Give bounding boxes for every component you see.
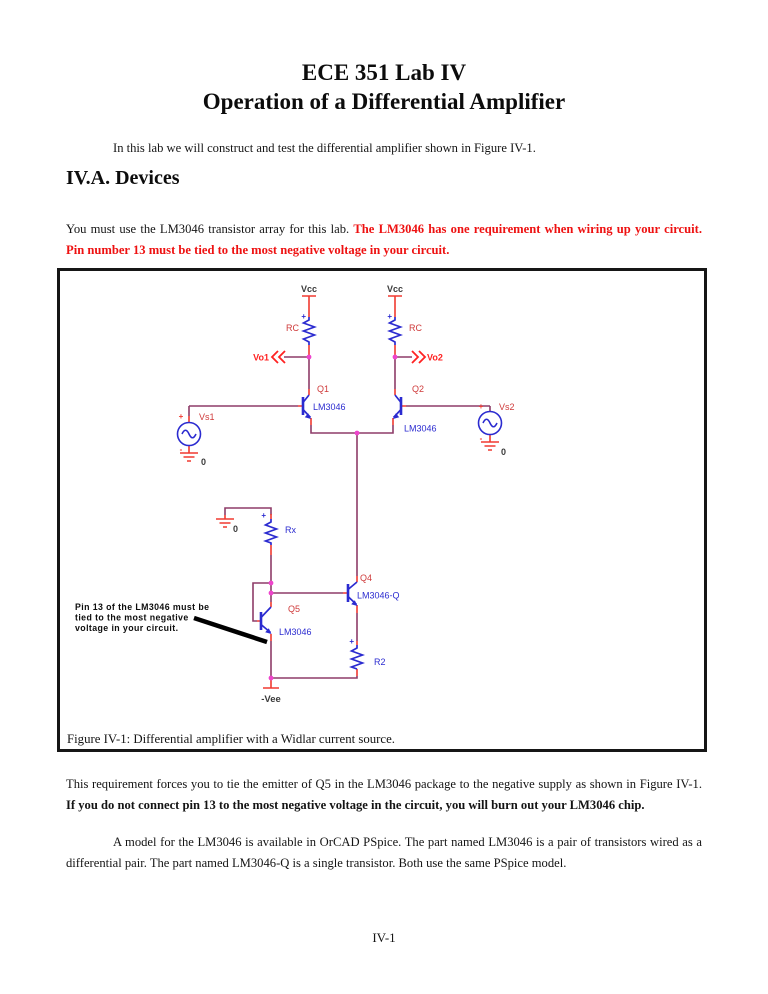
vs2-minus: -	[480, 434, 483, 443]
q4-ref-label: Q4	[360, 573, 372, 583]
pin13-note-line1: Pin 13 of the LM3046 must be	[75, 602, 209, 612]
r2-plus: +	[349, 637, 354, 646]
model-paragraph: A model for the LM3046 is available in O…	[66, 835, 702, 870]
rx-plus: +	[261, 511, 266, 520]
transistor-q2-icon	[392, 394, 403, 419]
source-vs2-icon	[477, 410, 503, 436]
q2-ref-label: Q2	[412, 384, 424, 394]
q1-ref-label: Q1	[317, 384, 329, 394]
rc-right-plus: +	[387, 312, 392, 321]
rc-left-plus: +	[301, 312, 306, 321]
vs1-plus: +	[179, 412, 184, 421]
figure-caption: Figure IV-1: Differential amplifier with…	[67, 732, 395, 746]
schematic-diagram: Vcc Vcc + + RC RC Vo1 Vo2 Q1 LM3046 Q2 L…	[75, 284, 515, 705]
vo1-port-icon	[270, 350, 286, 364]
vcc-right-label: Vcc	[387, 284, 403, 294]
intro-paragraph: In this lab we will construct and test t…	[113, 141, 536, 155]
gnd-rx-label: 0	[233, 524, 238, 534]
net-wires	[188, 356, 491, 679]
pin13-note-line3: voltage in your circuit.	[75, 623, 178, 633]
vs1-minus: -	[180, 445, 183, 454]
rc-right-label: RC	[409, 323, 422, 333]
vcc-left-label: Vcc	[301, 284, 317, 294]
rc-left-label: RC	[286, 323, 299, 333]
transistor-q4-icon	[346, 581, 358, 606]
r2-label: R2	[374, 657, 386, 667]
q1-value-label: LM3046	[313, 402, 346, 412]
title-line-2: Operation of a Differential Amplifier	[202, 89, 566, 114]
callout-arrow	[193, 615, 268, 645]
q2-value-label: LM3046	[404, 424, 437, 434]
q4-value-label: LM3046-Q	[357, 591, 400, 601]
devices-paragraph: You must use the LM3046 transistor array…	[66, 219, 702, 261]
page-number: IV-1	[372, 930, 396, 945]
figure-frame: Vcc Vcc + + RC RC Vo1 Vo2 Q1 LM3046 Q2 L…	[57, 268, 707, 752]
vs1-label: Vs1	[199, 412, 215, 422]
vo2-port-icon	[411, 350, 427, 364]
resistor-rx-icon	[263, 519, 279, 545]
requirement-paragraph-normal: This requirement forces you to tie the e…	[66, 777, 702, 791]
vo1-label: Vo1	[253, 353, 269, 363]
requirement-paragraph: This requirement forces you to tie the e…	[66, 774, 702, 816]
resistor-rc-left-icon	[301, 317, 317, 345]
gnd-vs1-label: 0	[201, 457, 206, 467]
devices-paragraph-warning: The LM3046 has one requirement when wiri…	[66, 222, 702, 257]
pin13-note-line2: tied to the most negative	[75, 613, 189, 623]
q5-value-label: LM3046	[279, 627, 312, 637]
vee-label: -Vee	[261, 694, 281, 705]
vo2-label: Vo2	[427, 353, 443, 363]
transistor-q1-icon	[301, 394, 312, 419]
junction-dots	[268, 354, 398, 681]
requirement-paragraph-bold: If you do not connect pin 13 to the most…	[66, 798, 645, 812]
rx-label: Rx	[285, 525, 296, 535]
transistor-q5-icon	[259, 606, 272, 634]
vs2-label: Vs2	[499, 402, 515, 412]
document-title: ECE 351 Lab IV Operation of a Differenti…	[0, 58, 768, 116]
source-vs1-icon	[176, 421, 202, 447]
vs2-plus: +	[479, 402, 484, 411]
section-heading: IV.A. Devices	[66, 167, 180, 189]
pin-stubs-and-power-symbols	[180, 295, 499, 689]
gnd-vs2-label: 0	[501, 447, 506, 457]
q5-ref-label: Q5	[288, 604, 300, 614]
resistor-rc-right-icon	[387, 317, 403, 345]
title-line-1: ECE 351 Lab IV	[301, 60, 467, 85]
devices-paragraph-normal: You must use the LM3046 transistor array…	[66, 222, 354, 236]
resistor-r2-icon	[349, 645, 365, 670]
